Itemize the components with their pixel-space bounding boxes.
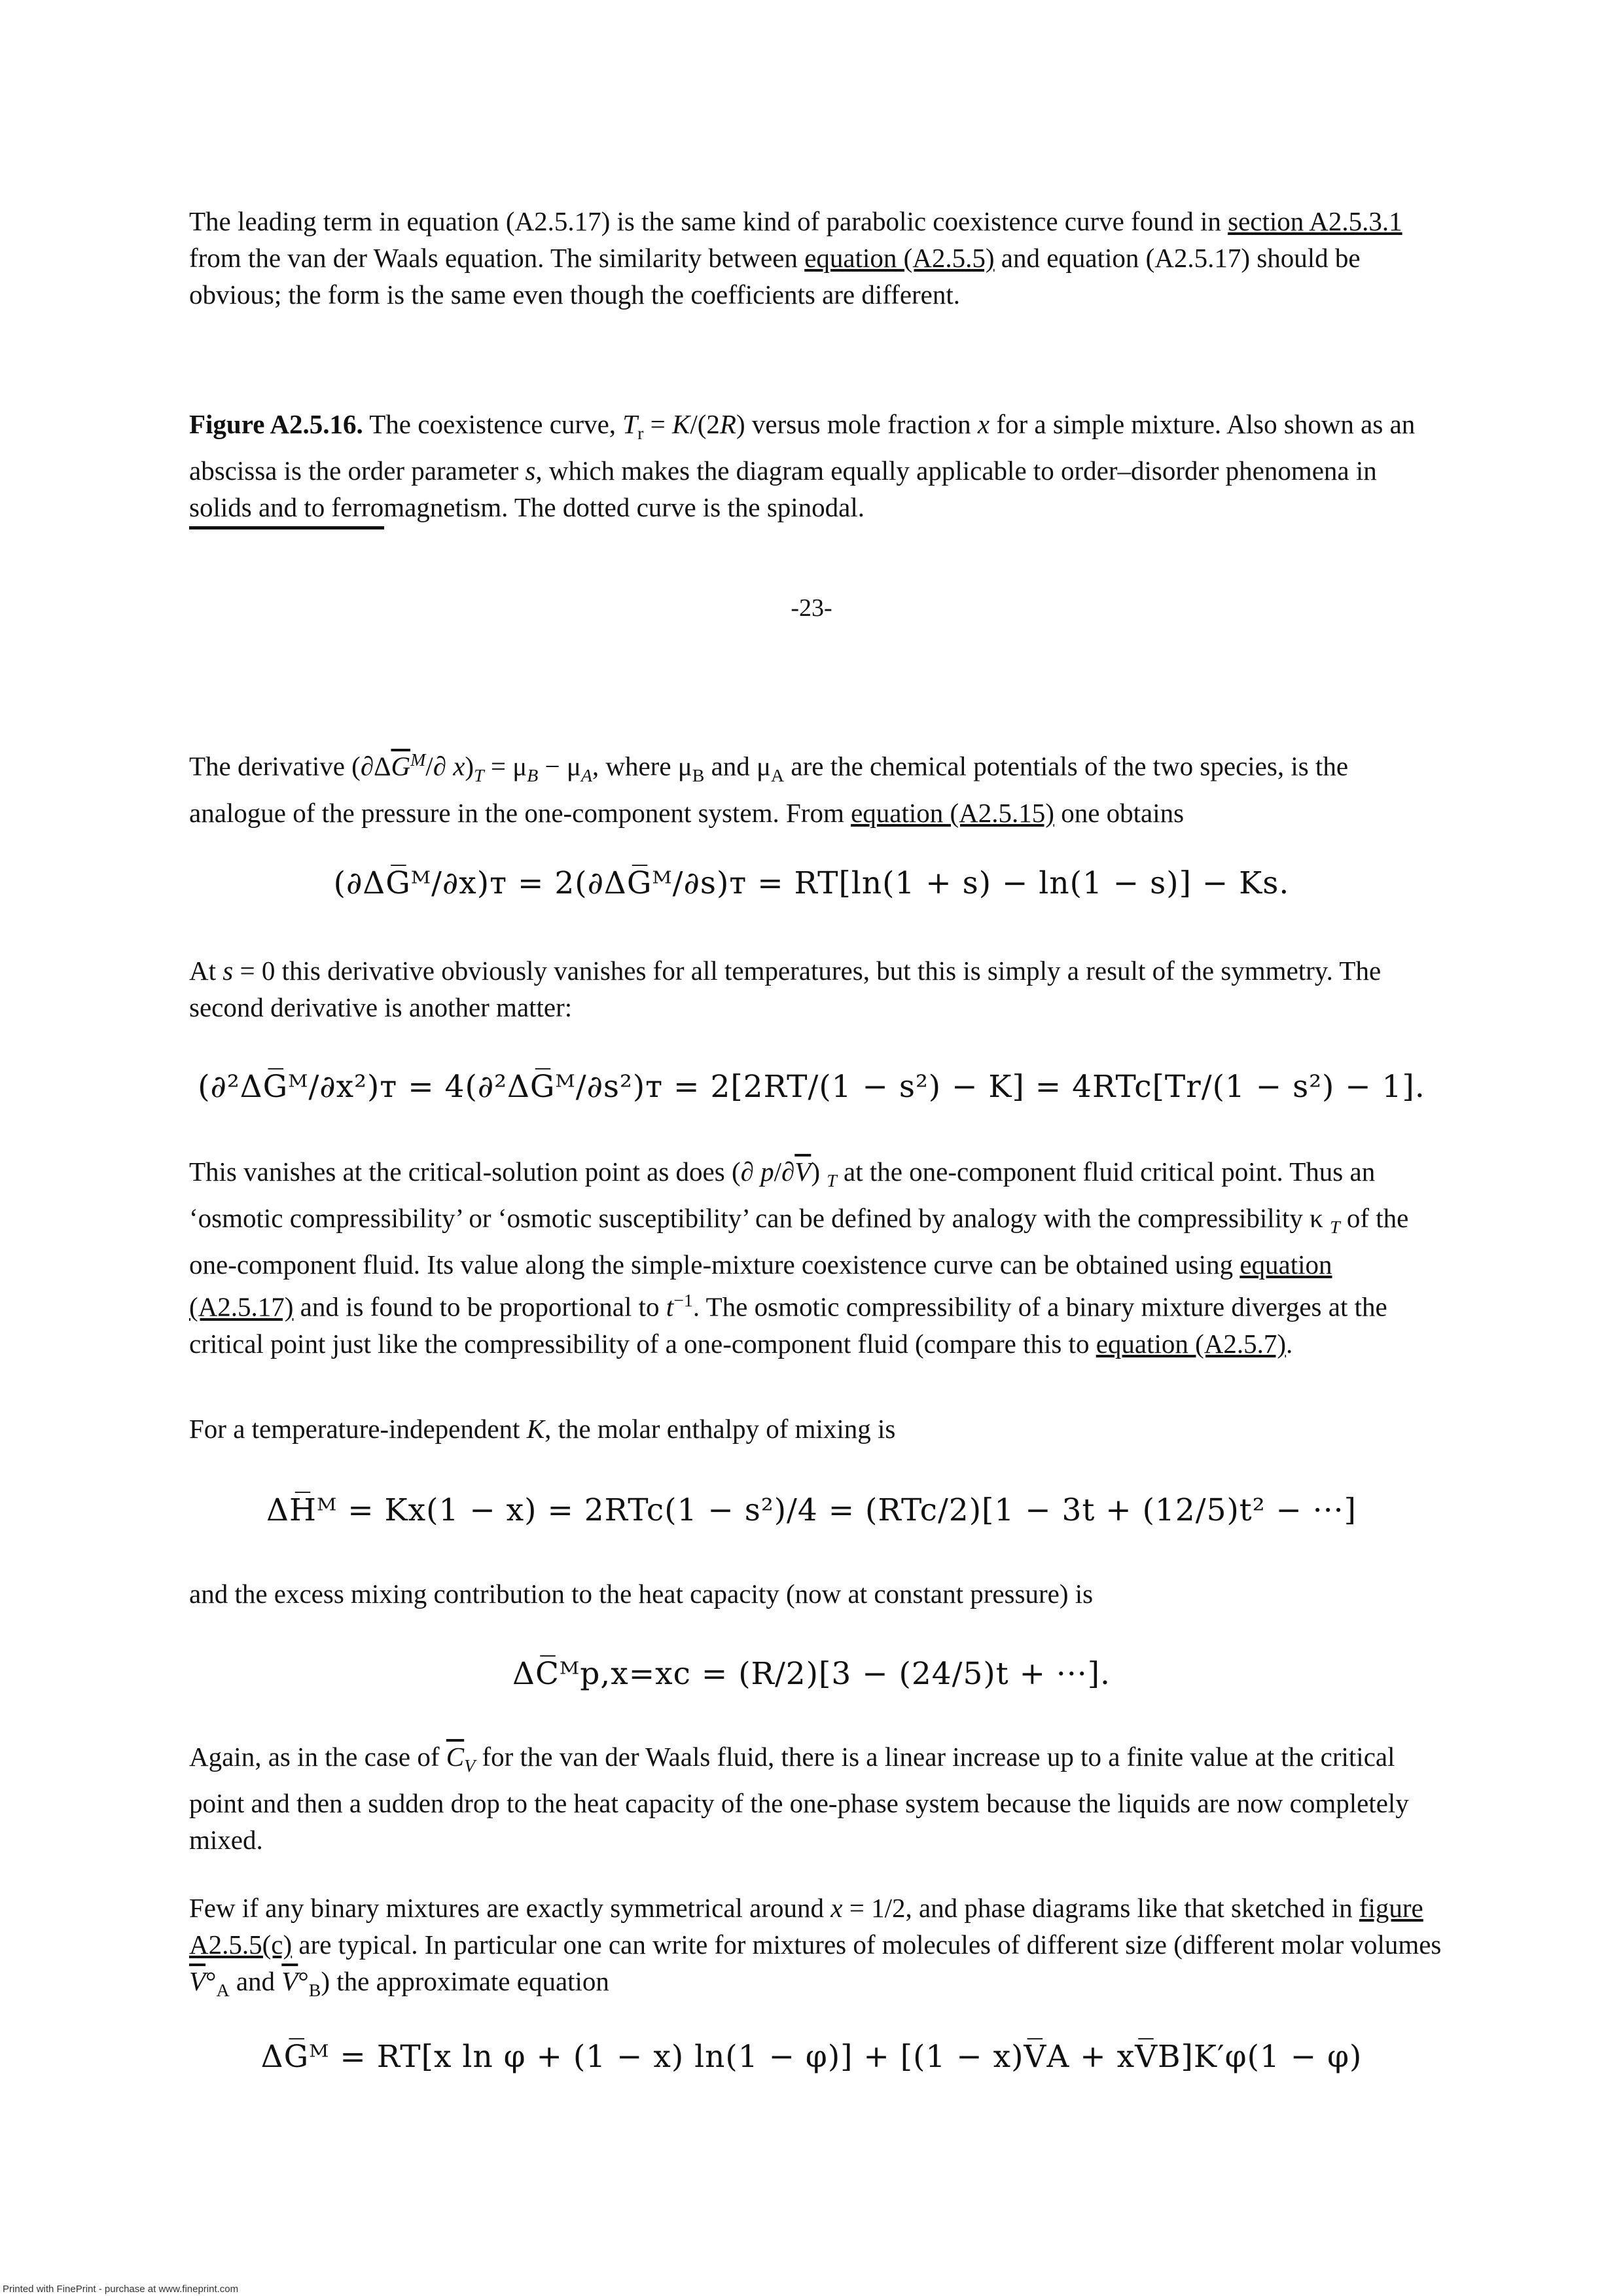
page-number: -23-	[791, 594, 832, 622]
link-figure-a2-5-5c[interactable]: figure A2.5.5(c)	[189, 1893, 1423, 1960]
equation-heat-capacity: ΔC̅ᴹp,x=xc = (R/2)[3 − (24/5)t + ···].	[512, 1656, 1111, 1692]
equation-second-derivative: (∂²ΔG̅ᴹ/∂x²)ᴛ = 4(∂²ΔG̅ᴹ/∂s²)ᴛ = 2[2RT/(…	[198, 1069, 1425, 1105]
link-section-a2-5-3-1[interactable]: section A2.5.3.1	[1228, 206, 1402, 236]
paragraph-van-der-waals-comparison: Again, as in the case of CV for the van …	[189, 1742, 1409, 1856]
equation-first-derivative: (∂ΔG̅ᴹ/∂x)ᴛ = 2(∂ΔG̅ᴹ/∂s)ᴛ = RT[ln(1 + s…	[333, 865, 1290, 901]
paragraph-symmetry: At s = 0 this derivative obviously vanis…	[189, 956, 1382, 1022]
equation-enthalpy-of-mixing: ΔH̅ᴹ = Kx(1 − x) = 2RTc(1 − s²)/4 = (RTc…	[266, 1492, 1357, 1528]
link-equation-a2-5-17[interactable]: equation (A2.5.17)	[189, 1249, 1332, 1323]
figure-caption: Figure A2.5.16. The coexistence curve, T…	[189, 409, 1416, 523]
paragraph-osmotic-compressibility: This vanishes at the critical-solution p…	[189, 1157, 1409, 1359]
link-equation-a2-5-5[interactable]: equation (A2.5.5)	[804, 243, 995, 273]
paragraph-asymmetric-mixtures: Few if any binary mixtures are exactly s…	[189, 1893, 1442, 2001]
caption-rule-divider	[189, 526, 384, 529]
paragraph-coexistence-comparison: The leading term in equation (A2.5.17) i…	[189, 206, 1402, 310]
equation-free-energy-approximate: ΔG̅ᴹ = RT[x ln φ + (1 − x) ln(1 − φ)] + …	[260, 2039, 1363, 2075]
paragraph-enthalpy-intro: For a temperature-independent K, the mol…	[189, 1414, 896, 1444]
paragraph-heat-capacity-intro: and the excess mixing contribution to th…	[189, 1579, 1094, 1609]
link-equation-a2-5-15[interactable]: equation (A2.5.15)	[851, 797, 1054, 828]
print-footer: Printed with FinePrint - purchase at www…	[3, 2284, 239, 2295]
figure-label: Figure A2.5.16.	[189, 409, 363, 439]
link-equation-a2-5-7[interactable]: equation (A2.5.7)	[1096, 1329, 1287, 1359]
paragraph-derivative: The derivative (∂ΔGM/∂ x)T = μB − μA, wh…	[189, 750, 1349, 828]
